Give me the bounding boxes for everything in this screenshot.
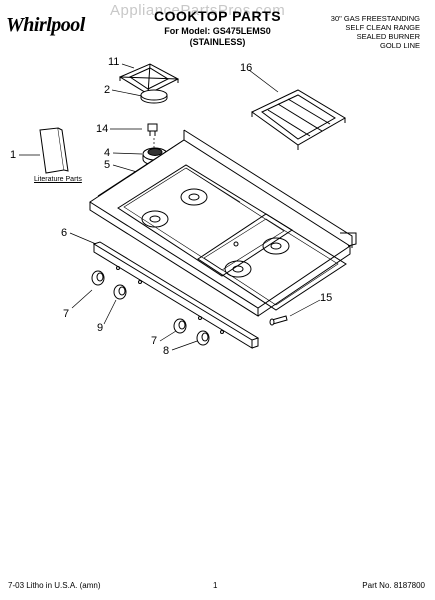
screw	[269, 315, 288, 326]
callout-11: 11	[108, 56, 120, 68]
page-title: COOKTOP PARTS	[153, 8, 282, 24]
description-line: GOLD LINE	[379, 41, 420, 50]
callout-5: 5	[104, 159, 111, 171]
product-description: 30" GAS FREESTANDING SELF CLEAN RANGE SE…	[331, 14, 420, 50]
footer-part-number: Part No. 8187800	[362, 581, 425, 590]
callout-8: 8	[163, 345, 170, 357]
description-line: SELF CLEAN RANGE	[345, 23, 420, 32]
footer-litho: 7-03 Litho in U.S.A. (amn)	[8, 581, 101, 590]
footer-page-number: 1	[213, 581, 218, 590]
callout-2: 2	[104, 84, 111, 96]
cooktop	[89, 129, 357, 317]
control-knob	[113, 284, 127, 300]
model-line: For Model: GS475LEMS0	[164, 26, 271, 36]
burner-grate	[251, 89, 346, 150]
callout-7: 7	[151, 335, 158, 347]
orifice-spud	[147, 123, 158, 136]
callout-15: 15	[320, 292, 333, 304]
callout-16: 16	[240, 62, 253, 74]
description-line: 30" GAS FREESTANDING	[330, 14, 420, 23]
callout-9: 9	[97, 322, 104, 334]
burner-cap	[140, 89, 168, 104]
description-line: SEALED BURNER	[356, 32, 420, 41]
control-panel	[92, 241, 260, 349]
callout-6: 6	[61, 227, 68, 239]
control-knob	[196, 330, 210, 346]
callout-4: 4	[104, 147, 111, 159]
callout-7: 7	[63, 308, 70, 320]
burner-grate	[118, 63, 180, 98]
callout-1: 1	[10, 149, 17, 161]
control-knob	[91, 270, 105, 286]
literature-parts-label: Literature Parts	[34, 176, 82, 183]
literature-booklet	[39, 127, 69, 174]
watermark: AppliancePartsPros.com	[110, 2, 286, 19]
model-finish: (STAINLESS)	[189, 37, 246, 47]
control-knob	[173, 318, 187, 334]
callout-14: 14	[96, 123, 109, 135]
brand-logo: Whirlpool	[6, 14, 85, 36]
